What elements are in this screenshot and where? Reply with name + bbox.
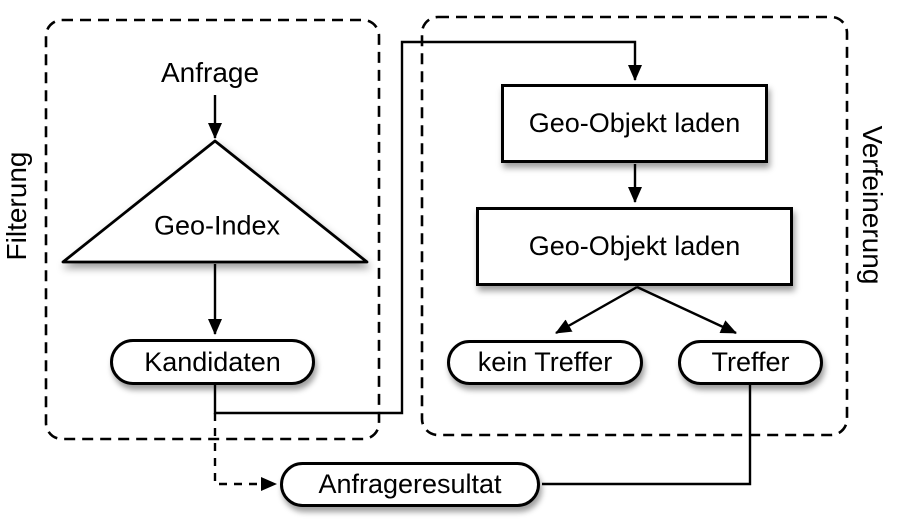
node-kandidaten: Kandidaten: [110, 339, 315, 385]
node-anfrage: Anfrage: [160, 57, 260, 88]
node-anfrageresultat: Anfrageresultat: [280, 462, 540, 507]
edge-kandidaten-to-geo-objekt-laden-1: [213, 40, 642, 415]
filterung-group-label: Filterung: [1, 151, 32, 261]
verfeinerung-group-label: Verfeinerung: [857, 125, 888, 285]
geo-index-triangle: [61, 139, 369, 264]
node-geo-objekt-laden-1: Geo-Objekt laden: [501, 84, 768, 163]
edge-laden2-to-treffer: [636, 285, 737, 335]
edge-laden2-to-kein-treffer: [555, 285, 638, 335]
node-kein-treffer: kein Treffer: [447, 340, 643, 385]
node-geo-objekt-laden-2: Geo-Objekt laden: [476, 207, 793, 286]
node-treffer: Treffer: [678, 340, 823, 385]
filterung-group-outline: [44, 18, 381, 441]
edge-kandidaten-to-anfrageresultat: [213, 413, 277, 491]
edge-treffer-to-anfrageresultat: [542, 385, 752, 486]
node-geo-index-label: Geo-Index: [153, 210, 281, 241]
